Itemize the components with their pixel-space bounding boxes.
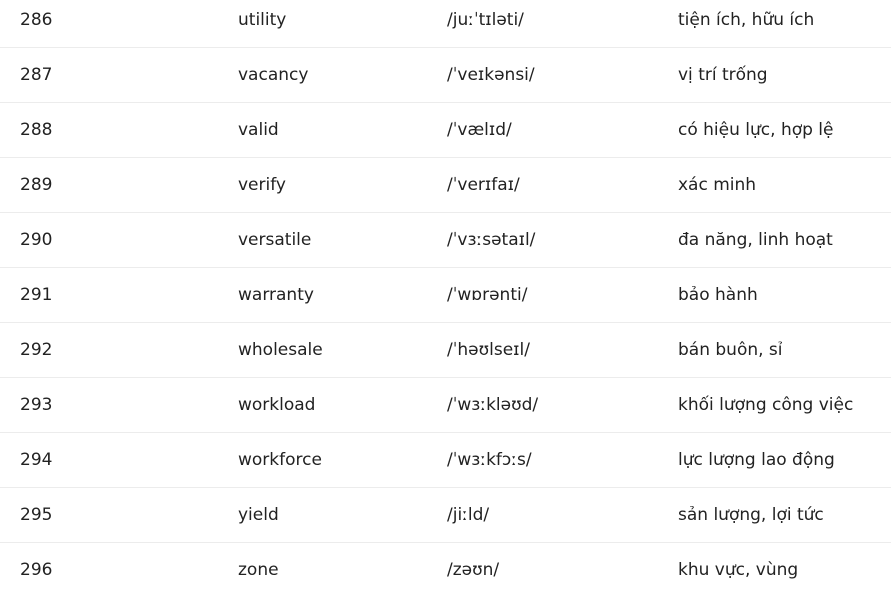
row-number: 292 bbox=[20, 340, 53, 360]
row-number: 295 bbox=[20, 505, 53, 525]
row-ipa: /ˈvælɪd/ bbox=[447, 120, 512, 140]
row-ipa: /ˈverɪfaɪ/ bbox=[447, 175, 520, 195]
table-row: 287 vacancy /ˈveɪkənsi/ vị trí trống bbox=[0, 48, 891, 103]
row-word: zone bbox=[238, 560, 279, 580]
row-meaning: đa năng, linh hoạt bbox=[678, 230, 833, 250]
table-row: 293 workload /ˈwɜːkləʊd/ khối lượng công… bbox=[0, 378, 891, 433]
row-meaning: khối lượng công việc bbox=[678, 395, 854, 415]
row-word: warranty bbox=[238, 285, 314, 305]
row-number: 290 bbox=[20, 230, 53, 250]
row-word: workload bbox=[238, 395, 316, 415]
row-number: 289 bbox=[20, 175, 53, 195]
row-ipa: /ˈwɒrənti/ bbox=[447, 285, 528, 305]
row-meaning: bán buôn, sỉ bbox=[678, 340, 783, 360]
row-word: verify bbox=[238, 175, 286, 195]
row-word: utility bbox=[238, 10, 287, 30]
row-number: 288 bbox=[20, 120, 53, 140]
row-ipa: /ˈhəʊlseɪl/ bbox=[447, 340, 530, 360]
row-ipa: /juːˈtɪləti/ bbox=[447, 10, 524, 30]
row-ipa: /ˈwɜːkfɔːs/ bbox=[447, 450, 532, 470]
table-row: 288 valid /ˈvælɪd/ có hiệu lực, hợp lệ bbox=[0, 103, 891, 158]
table-row: 289 verify /ˈverɪfaɪ/ xác minh bbox=[0, 158, 891, 213]
row-word: vacancy bbox=[238, 65, 309, 85]
row-meaning: xác minh bbox=[678, 175, 757, 195]
table-row: 286 utility /juːˈtɪləti/ tiện ích, hữu í… bbox=[0, 0, 891, 48]
row-ipa: /ˈvɜːsətaɪl/ bbox=[447, 230, 536, 250]
row-ipa: /ˈveɪkənsi/ bbox=[447, 65, 535, 85]
table-row: 295 yield /jiːld/ sản lượng, lợi tức bbox=[0, 488, 891, 543]
row-meaning: khu vực, vùng bbox=[678, 560, 799, 580]
row-number: 296 bbox=[20, 560, 53, 580]
row-meaning: vị trí trống bbox=[678, 65, 768, 85]
row-word: wholesale bbox=[238, 340, 323, 360]
row-word: versatile bbox=[238, 230, 312, 250]
table-row: 294 workforce /ˈwɜːkfɔːs/ lực lượng lao … bbox=[0, 433, 891, 488]
row-meaning: lực lượng lao động bbox=[678, 450, 835, 470]
table-row: 291 warranty /ˈwɒrənti/ bảo hành bbox=[0, 268, 891, 323]
row-number: 286 bbox=[20, 10, 53, 30]
row-word: workforce bbox=[238, 450, 322, 470]
row-meaning: tiện ích, hữu ích bbox=[678, 10, 815, 30]
table-row: 290 versatile /ˈvɜːsətaɪl/ đa năng, linh… bbox=[0, 213, 891, 268]
row-word: yield bbox=[238, 505, 279, 525]
table-row: 296 zone /zəʊn/ khu vực, vùng bbox=[0, 543, 891, 598]
row-word: valid bbox=[238, 120, 279, 140]
row-meaning: có hiệu lực, hợp lệ bbox=[678, 120, 834, 140]
table-row: 292 wholesale /ˈhəʊlseɪl/ bán buôn, sỉ bbox=[0, 323, 891, 378]
row-number: 293 bbox=[20, 395, 53, 415]
row-number: 294 bbox=[20, 450, 53, 470]
row-number: 287 bbox=[20, 65, 53, 85]
row-number: 291 bbox=[20, 285, 53, 305]
row-meaning: sản lượng, lợi tức bbox=[678, 505, 824, 525]
row-ipa: /zəʊn/ bbox=[447, 560, 500, 580]
row-ipa: /jiːld/ bbox=[447, 505, 490, 525]
row-ipa: /ˈwɜːkləʊd/ bbox=[447, 395, 539, 415]
row-meaning: bảo hành bbox=[678, 285, 758, 305]
